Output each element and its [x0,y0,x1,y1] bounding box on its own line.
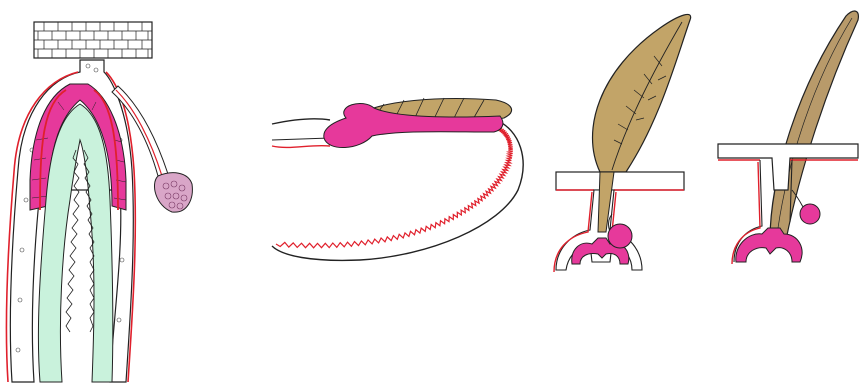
gland-bulb-b [800,204,820,224]
epidermis-cells [34,22,152,58]
sebaceous-gland [154,173,192,212]
feather-follicle-b [718,11,858,264]
epithelium-wave [276,127,513,248]
gland-bulb [608,224,632,248]
hair-follicle-section [6,22,192,382]
skin-surface-b [718,144,858,190]
skin-surface [556,172,684,190]
papilla-cup-b [736,228,802,262]
feather-vane [593,14,691,172]
feather-follicle-a [554,14,691,272]
curved-follicle [272,98,523,260]
